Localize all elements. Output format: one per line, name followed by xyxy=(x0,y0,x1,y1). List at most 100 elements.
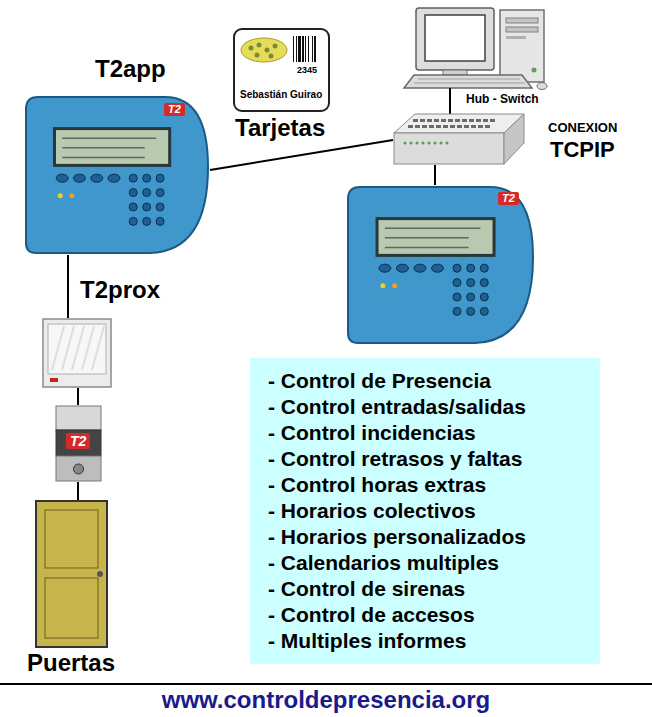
terminal-screen xyxy=(54,129,169,166)
pc-drive xyxy=(506,36,526,39)
function-key xyxy=(414,264,426,272)
keypad-key xyxy=(480,264,488,272)
reader-top xyxy=(56,406,101,430)
controller-case xyxy=(43,319,111,387)
switch-led xyxy=(416,142,419,145)
keypad-key xyxy=(143,189,151,197)
terminal-drawing xyxy=(340,185,535,345)
terminal-body xyxy=(26,97,208,253)
barcode-bar xyxy=(305,36,306,62)
switch-port xyxy=(429,125,434,128)
card-graphic xyxy=(255,53,260,58)
feature-item: - Control incidencias xyxy=(268,420,582,446)
switch-front xyxy=(394,133,504,164)
controller-drawing xyxy=(42,318,112,388)
logo-text: T2 xyxy=(164,103,185,116)
network-connector xyxy=(77,482,79,500)
terminal-screen xyxy=(377,219,494,256)
door-knob xyxy=(97,571,103,577)
terminal-body xyxy=(348,187,533,343)
device-label: Hub - Switch xyxy=(466,93,539,105)
screen-line xyxy=(62,147,145,149)
feature-item: - Control entradas/salidas xyxy=(268,394,582,420)
card-number: 2345 xyxy=(297,66,317,75)
id-card: 2345Sebastián GuiraoTarjetas xyxy=(233,28,330,112)
pc-drive xyxy=(506,18,538,23)
terminal-device: T2appT2 xyxy=(18,95,210,255)
switch-side xyxy=(504,114,524,164)
status-led xyxy=(380,283,385,288)
feature-item: - Control de sirenas xyxy=(268,576,582,602)
barcode-bar xyxy=(296,36,297,62)
keypad-key xyxy=(480,307,488,315)
function-key xyxy=(108,174,120,182)
logo-text: T2 xyxy=(66,433,90,449)
feature-item: - Multiples informes xyxy=(268,628,582,654)
connection-label: CONEXION xyxy=(548,121,617,134)
screen-line xyxy=(385,247,469,249)
barcode-bar xyxy=(308,36,309,62)
keypad-key xyxy=(129,174,137,182)
door-panel xyxy=(45,578,98,638)
switch-top xyxy=(394,114,524,133)
keypad-key xyxy=(156,217,164,225)
function-key xyxy=(379,264,391,272)
device-label: Tarjetas xyxy=(235,116,325,140)
switch-port xyxy=(471,125,476,128)
pc-screen xyxy=(425,15,485,61)
device-label: T2app xyxy=(95,57,166,81)
logo-text: T2 xyxy=(498,192,519,205)
reader-base xyxy=(56,456,101,481)
switch-led xyxy=(404,142,407,145)
screen-line xyxy=(385,227,481,229)
switch-led xyxy=(434,142,437,145)
keypad-key xyxy=(467,293,475,301)
switch-port xyxy=(422,125,427,128)
card-graphic xyxy=(269,54,274,59)
door-drawing xyxy=(35,500,108,648)
terminal-device: T2 xyxy=(340,185,535,345)
switch-port xyxy=(469,119,474,122)
switch-drawing xyxy=(393,113,525,165)
barcode-bar xyxy=(314,36,316,62)
switch-port xyxy=(415,125,420,128)
controller-shade xyxy=(82,326,94,370)
switch-port xyxy=(427,119,432,122)
controller-shade xyxy=(52,326,64,370)
switch-port xyxy=(450,125,455,128)
switch-led xyxy=(446,142,449,145)
switch-port xyxy=(443,125,448,128)
keypad-key xyxy=(143,203,151,211)
pc-keyboard xyxy=(404,75,532,88)
network-cable xyxy=(449,88,451,114)
switch-led xyxy=(410,142,413,145)
keypad-key xyxy=(453,307,461,315)
function-key xyxy=(396,264,408,272)
function-key xyxy=(73,174,85,182)
card-graphic xyxy=(249,46,254,51)
switch-port xyxy=(476,119,481,122)
feature-list-box: - Control de Presencia- Control entradas… xyxy=(250,358,600,664)
screen-line xyxy=(385,237,469,239)
pc-tower xyxy=(500,10,544,82)
pc-drive xyxy=(506,27,538,32)
card-graphic xyxy=(241,38,287,62)
prox-controller: T2prox xyxy=(42,318,112,388)
feature-item: - Control horas extras xyxy=(268,472,582,498)
card-name: Sebastián Guirao xyxy=(240,90,322,100)
network-connector xyxy=(210,140,393,170)
device-label: T2prox xyxy=(80,278,160,302)
card-graphic xyxy=(265,48,270,53)
network-connector xyxy=(434,165,436,185)
keypad-key xyxy=(129,217,137,225)
keypad-key xyxy=(467,307,475,315)
keypad-key xyxy=(467,264,475,272)
status-led xyxy=(69,193,74,198)
function-key xyxy=(432,264,444,272)
screen-line xyxy=(62,137,156,139)
switch-led xyxy=(440,142,443,145)
function-key xyxy=(91,174,103,182)
screen-line xyxy=(62,157,145,159)
keypad-key xyxy=(129,189,137,197)
